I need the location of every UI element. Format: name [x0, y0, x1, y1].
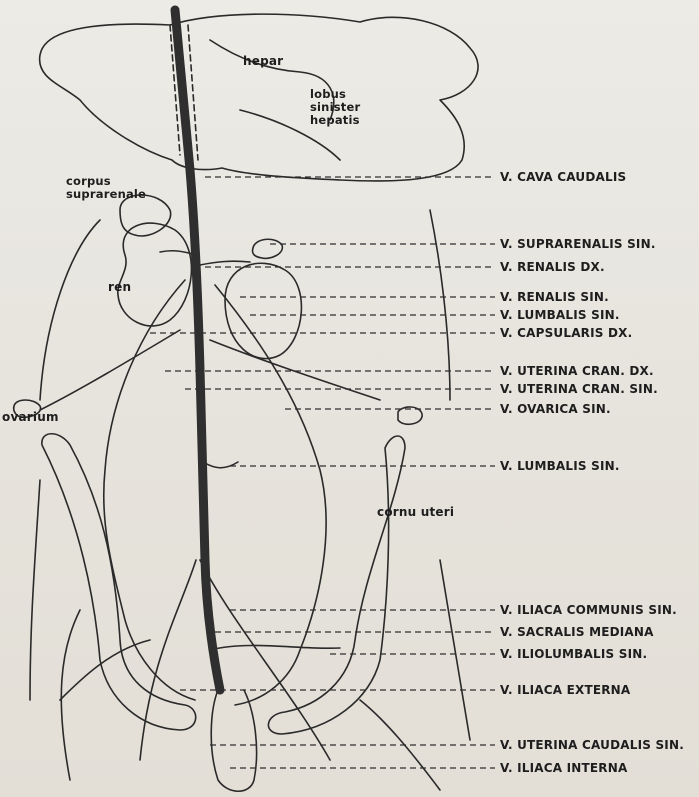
vessel-label: V. ILIACA INTERNA — [500, 761, 627, 775]
right-iliac-branch — [200, 560, 330, 760]
iliolumbar-branch — [210, 645, 340, 650]
vessel-label: V. OVARICA SIN. — [500, 402, 611, 416]
vessel-label: V. SACRALIS MEDIANA — [500, 625, 654, 639]
vessel-label: V. UTERINA CAUDALIS SIN. — [500, 738, 684, 752]
vessel-label: V. ILIOLUMBALIS SIN. — [500, 647, 647, 661]
vessel-label: V. LUMBALIS SIN. — [500, 308, 620, 322]
body-wall-right — [430, 210, 470, 740]
right-ovarian-vein — [40, 330, 180, 410]
uterus-body — [211, 690, 256, 791]
vena-cava-caudalis — [175, 10, 220, 690]
right-uterine-horn — [268, 436, 405, 734]
label-cornu-uteri: cornu uteri — [377, 505, 454, 519]
label-ovarium: ovarium — [2, 410, 59, 424]
right-kidney — [118, 223, 192, 326]
left-uterine-horn — [42, 434, 196, 730]
vessel-label: V. LUMBALIS SIN. — [500, 459, 620, 473]
vessel-label: V. CAVA CAUDALIS — [500, 170, 626, 184]
label-lobus-sinister-hepatis: lobus sinister hepatis — [310, 88, 368, 127]
right-uterine-vein — [104, 280, 195, 700]
vessel-label: V. CAPSULARIS DX. — [500, 326, 632, 340]
vessel-label: V. ILIACA COMMUNIS SIN. — [500, 603, 677, 617]
left-adrenal — [252, 239, 282, 258]
label-hepar: hepar — [243, 54, 283, 68]
right-adrenal — [120, 195, 171, 236]
body-wall-left — [30, 220, 100, 700]
vessel-label: V. RENALIS SIN. — [500, 290, 609, 304]
vessel-label: V. SUPRARENALIS SIN. — [500, 237, 656, 251]
label-corpus-suprarenale: corpus suprarenale — [66, 175, 158, 201]
vessel-label: V. UTERINA CRAN. SIN. — [500, 382, 658, 396]
left-ovarian-vein — [210, 340, 380, 400]
vessel-label: V. UTERINA CRAN. DX. — [500, 364, 654, 378]
vessel-label: V. RENALIS DX. — [500, 260, 605, 274]
label-ren: ren — [108, 280, 131, 294]
vessel-label: V. ILIACA EXTERNA — [500, 683, 630, 697]
liver-outline — [40, 14, 478, 181]
left-renal-vein-path — [200, 261, 250, 265]
left-iliac-branch — [140, 560, 196, 760]
